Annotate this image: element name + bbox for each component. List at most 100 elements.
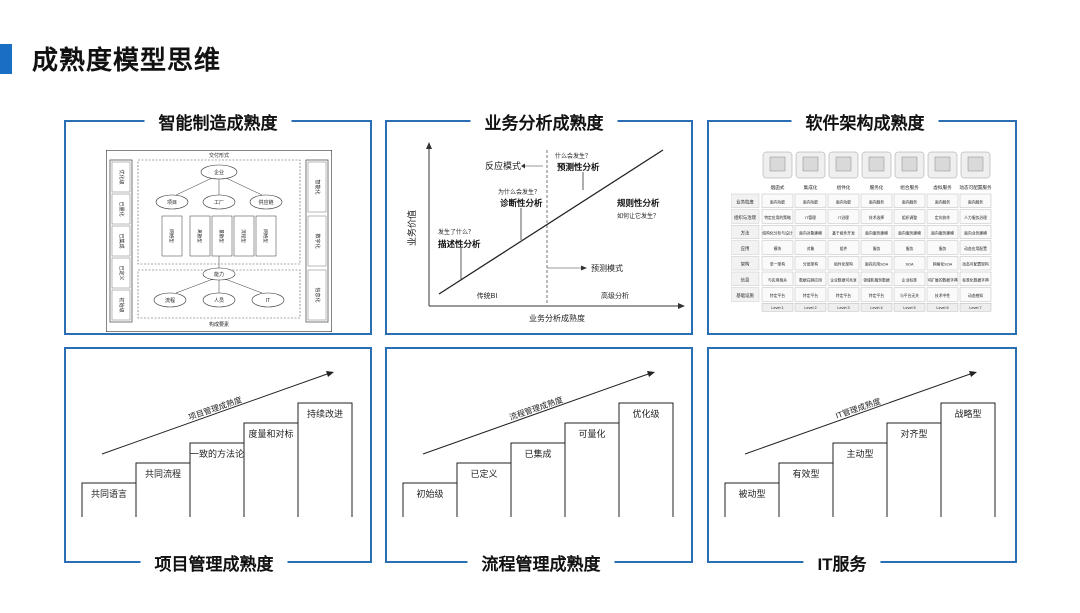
step-label: 对齐型 xyxy=(900,428,927,439)
arch-cell-text: 动态感知 xyxy=(968,293,983,298)
arch-cell-text: 面向服务 xyxy=(902,199,917,204)
arch-cell-text: 面向功能 xyxy=(836,199,851,204)
predictive-mode: 预测模式 xyxy=(591,263,623,273)
q-why: 为什么会发生？ xyxy=(498,188,540,196)
arch-cell-text: 人力服务治理 xyxy=(964,215,987,220)
maturity-arrow-line xyxy=(101,372,331,455)
arch-icon xyxy=(802,156,819,172)
arch-cell-text: 动态可配置架构 xyxy=(962,262,989,267)
arch-cell-text: 与平台无关 xyxy=(900,293,919,298)
step-label: 可量化 xyxy=(578,428,605,439)
arch-cell xyxy=(959,256,992,271)
arch-cell-text: 面向服务建模 xyxy=(931,231,954,236)
arch-level-cell xyxy=(926,302,959,312)
arch-cell xyxy=(893,271,926,286)
panel-title-manufacturing: 智能制造成熟度 xyxy=(144,109,292,134)
arch-cell xyxy=(860,287,893,302)
arch-cell xyxy=(959,271,992,286)
maturity-arrow-line xyxy=(744,372,974,455)
arch-cell xyxy=(860,240,893,255)
arch-cell-text: IT治理 xyxy=(838,215,849,220)
arch-level-label: Level 3 xyxy=(837,306,849,310)
arch-row-label: 架构 xyxy=(741,261,750,268)
arch-cell-text: 与应用相关 xyxy=(768,277,787,282)
panel-software-arch: 烟囱式集成化组件化服务化组合服务虚拟服务动态可配置服务业务粒度面向功能面向功能面… xyxy=(707,120,1017,335)
arch-cell-text: SOA xyxy=(905,263,913,267)
arch-level-cell xyxy=(860,302,893,312)
type-2: 离散型 xyxy=(196,229,203,243)
arch-level-cell xyxy=(794,302,827,312)
arch-cell xyxy=(827,224,860,239)
arch-cell-text: 技术中性 xyxy=(935,293,950,298)
x-axis-label: 业务分析成熟度 xyxy=(529,313,585,323)
step-label: 战略型 xyxy=(954,408,981,419)
arch-cell xyxy=(959,224,992,239)
arch-icon xyxy=(967,156,984,172)
level-smart: 智能化 xyxy=(314,179,321,194)
arch-icon xyxy=(769,156,786,172)
arch-cell-text: 可扩展的数据字典 xyxy=(927,277,958,282)
arch-cell xyxy=(959,240,992,255)
arch-cell-text: 组件化架构 xyxy=(834,262,853,267)
step-label: 主动型 xyxy=(846,448,873,459)
panel-title-project-mgmt: 项目管理成熟度 xyxy=(140,550,288,575)
a-prescriptive: 规则性分析 xyxy=(617,198,660,208)
arch-row-cell xyxy=(731,256,760,271)
level-optimizing: 优化级 xyxy=(118,169,125,184)
arch-level-label: Level 7 xyxy=(969,306,981,310)
arch-level-label: Level 6 xyxy=(936,306,948,310)
arch-cell-text: 服务 xyxy=(906,246,914,251)
arch-cell-text: 基于组件开发 xyxy=(832,231,855,236)
arch-cell-text: 技术选择 xyxy=(869,215,884,220)
arch-row-cell xyxy=(731,209,760,224)
level-digital: 数字化 xyxy=(314,233,321,248)
panel-title-software-arch: 软件架构成熟度 xyxy=(791,109,939,134)
panel-title-it-service: IT服务 xyxy=(803,550,881,575)
arch-cell-text: 对象 xyxy=(807,246,815,251)
arch-row-cell xyxy=(731,193,760,208)
arch-cell xyxy=(794,256,827,271)
arch-cell xyxy=(794,209,827,224)
panel-process-mgmt: 初始级已定义已集成可量化优化级流程管理成熟度 xyxy=(385,347,693,563)
maturity-arrow-label: 项目管理成熟度 xyxy=(187,394,243,422)
arch-cell xyxy=(926,271,959,286)
arch-cell-text: 特定平台 xyxy=(770,293,785,298)
title-accent-bar xyxy=(0,44,12,74)
arch-cell-text: 面向服务 xyxy=(935,199,950,204)
arch-cell-text: 组件 xyxy=(840,246,848,251)
arch-cell-text: 特定平台 xyxy=(803,293,818,298)
arch-cell-text: 面向功能 xyxy=(770,199,785,204)
arch-col-label: 集成化 xyxy=(804,184,818,191)
type-3: 量散型 xyxy=(218,229,225,243)
arch-level-label: Level 4 xyxy=(870,306,882,310)
arch-cell-text: 面向业务建模 xyxy=(964,231,987,236)
arch-cell xyxy=(794,271,827,286)
elements-label: 构成要素 xyxy=(209,321,229,328)
arch-cell-text: 面向服务建模 xyxy=(865,231,888,236)
arch-cell xyxy=(893,240,926,255)
arch-cell xyxy=(893,287,926,302)
region-traditional-bi: 传统BI xyxy=(477,291,498,300)
arch-cell-text: 模块 xyxy=(774,246,782,251)
arch-cell-text: 动态应用配置 xyxy=(964,246,987,251)
type-1: 网络型 xyxy=(168,229,175,243)
node-supplier: 供应链 xyxy=(258,199,273,206)
arch-col-label: 服务化 xyxy=(870,184,884,191)
step-label: 已集成 xyxy=(524,448,551,459)
arch-cell-text: 标准化数据字典 xyxy=(962,277,989,282)
step-outline xyxy=(940,402,996,517)
step-label: 初始级 xyxy=(416,488,443,499)
level-defined: 已定义 xyxy=(118,265,125,280)
level-informatized: 信息化 xyxy=(314,287,321,302)
arch-cell xyxy=(860,271,893,286)
maturity-arrow-line xyxy=(422,372,652,455)
arch-cell-text: 特定平台 xyxy=(869,293,884,298)
arch-col-label: 组件化 xyxy=(837,184,851,191)
arch-row-label: 方法 xyxy=(741,230,750,237)
arch-row-cell xyxy=(731,287,760,302)
arch-cell xyxy=(926,240,959,255)
business-analysis-chart: 业务价值 反应模式 预测模式 发生了什么？ 描述性分析 为什么会发生？ 诊断性分… xyxy=(406,142,685,323)
arch-cell-text: 面向应用SOA xyxy=(865,262,889,267)
arch-row-label: 信息 xyxy=(741,276,750,283)
